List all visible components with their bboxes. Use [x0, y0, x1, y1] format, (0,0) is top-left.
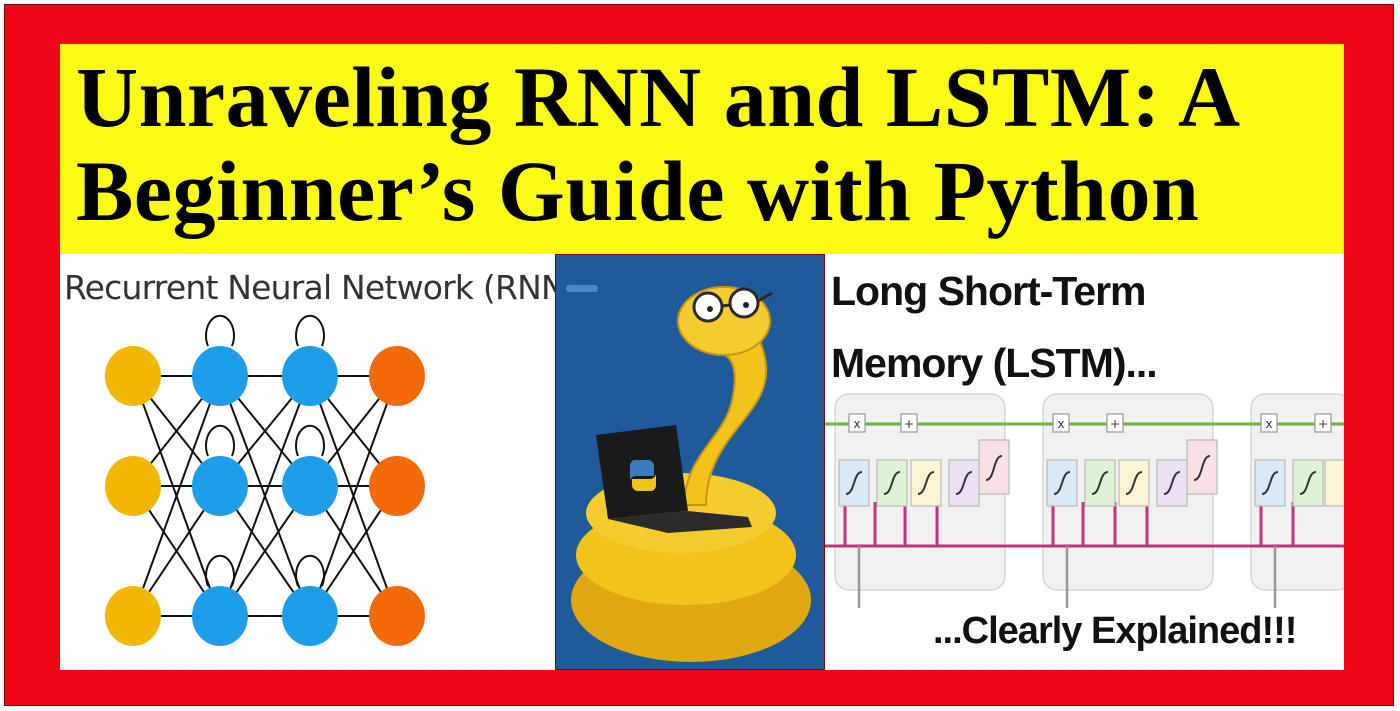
decor-dash: [566, 285, 598, 292]
title-line-1: Unraveling RNN and LSTM: A: [76, 49, 1241, 145]
rnn-diagram: [105, 314, 425, 646]
rnn-panel: Recurrent Neural Network (RNN): [60, 254, 555, 670]
lstm-panel: x + x + x + Long Short-Term Memory (LSTM…: [825, 254, 1344, 670]
rnn-hidden-nodes: [192, 346, 338, 646]
laptop-base: [608, 511, 752, 533]
lstm-title-line-1: Long Short-Term: [831, 268, 1146, 314]
gate-symbol-3: +: [1110, 417, 1120, 431]
rnn-input-nodes: [105, 346, 161, 646]
lstm-hidden-state-line: [825, 502, 1344, 548]
lstm-diagram: x + x + x +: [825, 393, 1344, 608]
python-snake-illustration: [556, 255, 824, 669]
gate-symbol-5: +: [1318, 417, 1328, 431]
python-logo-icon: [629, 460, 657, 491]
rnn-output-nodes: [369, 346, 425, 646]
gate-symbol-4: x: [1265, 417, 1272, 431]
title-banner: Unraveling RNN and LSTM: A Beginner’s Gu…: [60, 44, 1344, 254]
rnn-title: Recurrent Neural Network (RNN): [64, 268, 555, 307]
python-illustration-panel: [555, 254, 825, 670]
lstm-caption: ...Clearly Explained!!!: [933, 610, 1297, 652]
title-line-2: Beginner’s Guide with Python: [76, 143, 1200, 239]
lstm-sigmoid-curves: [845, 455, 1317, 495]
rnn-edges: [132, 314, 398, 617]
lstm-title-line-2: Memory (LSTM)...: [831, 340, 1158, 386]
lstm-gate-symbols: [848, 413, 1332, 433]
gate-symbol-2: x: [1057, 417, 1064, 431]
lstm-input-lines: [857, 546, 1277, 608]
gate-symbol-0: x: [853, 417, 860, 431]
gate-symbol-1: +: [904, 417, 914, 431]
